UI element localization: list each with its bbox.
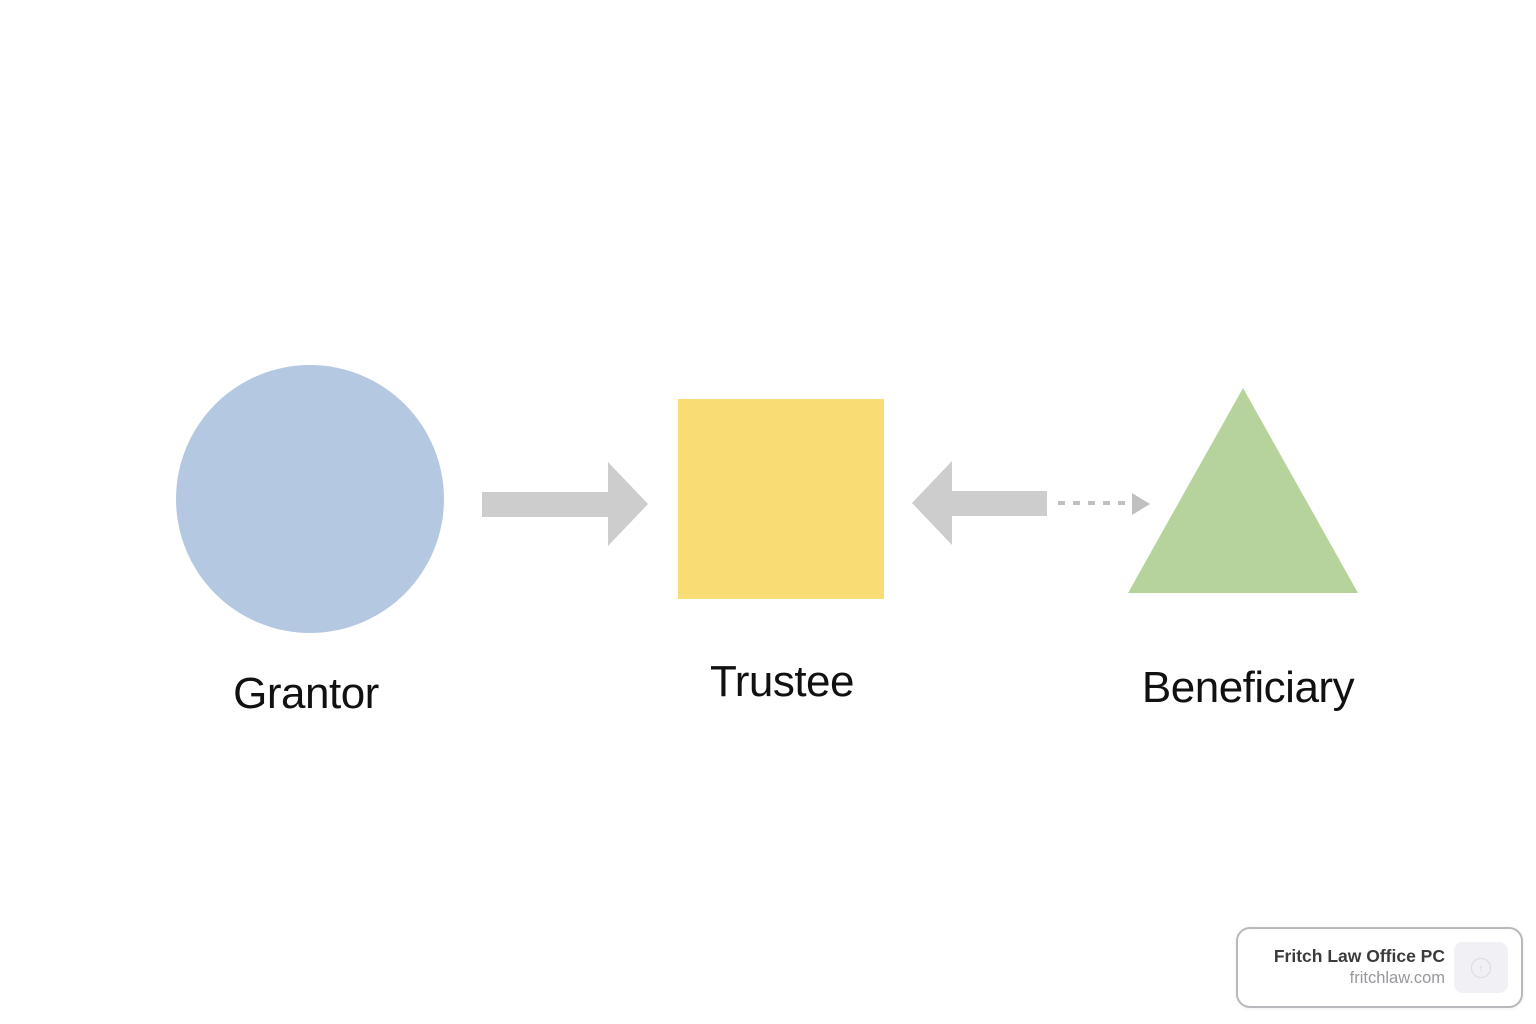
circle-up-arrow-icon: ↑: [1471, 957, 1491, 978]
dashed-arrow-head: [1132, 493, 1150, 515]
attribution-card[interactable]: Fritch Law Office PC fritchlaw.com ↑: [1236, 927, 1523, 1008]
beneficiary-label: Beneficiary: [1141, 663, 1355, 712]
grantor-circle-shape: [176, 365, 444, 633]
attribution-title: Fritch Law Office PC: [1273, 946, 1445, 967]
arrow-beneficiary-to-trustee: [912, 461, 1047, 545]
arrow-grantor-to-trustee: [482, 462, 648, 546]
trustee-label: Trustee: [709, 657, 855, 706]
trustee-square-shape: [678, 399, 884, 599]
attribution-domain: fritchlaw.com: [1349, 969, 1445, 988]
grantor-label: Grantor: [233, 669, 379, 718]
attribution-badge: ↑: [1454, 942, 1508, 993]
beneficiary-triangle-shape: [1128, 388, 1358, 593]
attribution-text: Fritch Law Office PC fritchlaw.com: [1274, 946, 1445, 989]
